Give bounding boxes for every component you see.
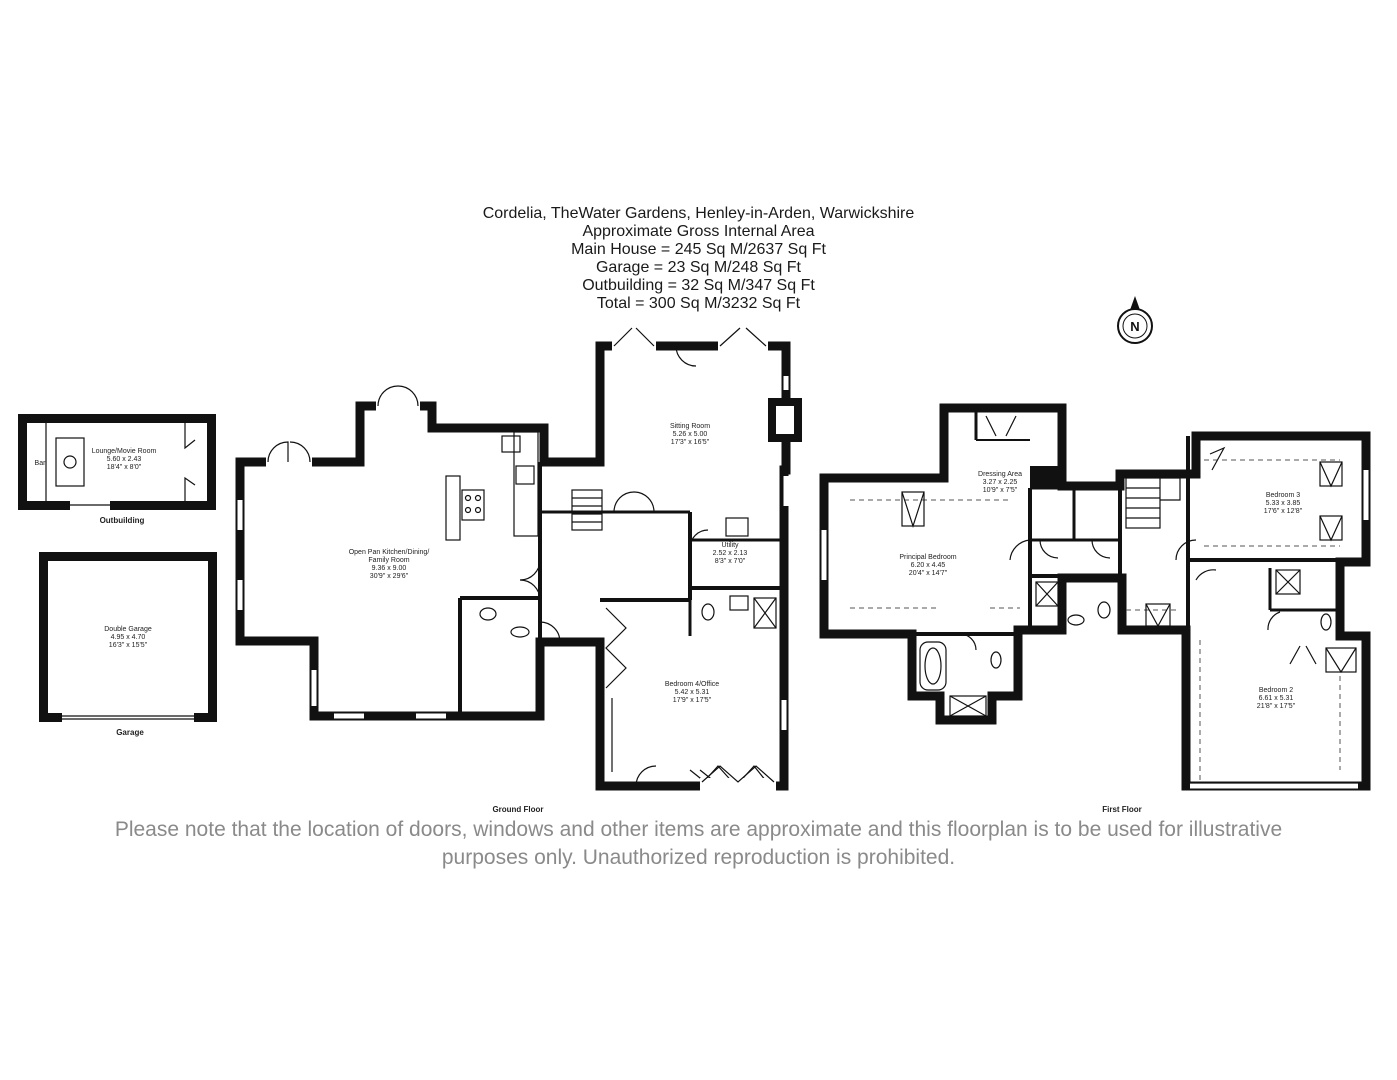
- garage-area: Garage = 23 Sq M/248 Sq Ft: [595, 259, 801, 276]
- kitchen-metric: 9.36 x 9.00: [372, 565, 407, 572]
- sitting-name: Sitting Room: [670, 423, 710, 430]
- principal-imperial: 20'4" x 14'7": [909, 570, 948, 577]
- bedroom2-metric: 6.61 x 5.31: [1259, 695, 1294, 702]
- outbuilding-plan: Bar Lounge/Movie Room 5.60 x 2.43 18'4" …: [18, 414, 216, 525]
- area-heading: Approximate Gross Internal Area: [582, 223, 815, 240]
- first-floor-plan: Dressing Area 3.27 x 2.25 10'9" x 7'5" P…: [819, 403, 1371, 814]
- utility-metric: 2.52 x 2.13: [713, 550, 748, 557]
- sitting-imperial: 17'3" x 16'5": [671, 439, 710, 446]
- kitchen-name: Open Pan Kitchen/Dining/: [349, 549, 430, 556]
- bedroom3-imperial: 17'6" x 12'8": [1264, 508, 1303, 515]
- garage-plan: Double Garage 4.95 x 4.70 16'3" x 15'5" …: [39, 552, 217, 737]
- dressing-imperial: 10'9" x 7'5": [983, 487, 1018, 494]
- lounge-imperial: 18'4" x 8'0": [107, 464, 142, 471]
- garage-name: Double Garage: [104, 626, 152, 633]
- bedroom4-imperial: 17'9" x 17'5": [673, 697, 712, 704]
- lounge-name: Lounge/Movie Room: [92, 448, 157, 455]
- garage-imperial: 16'3" x 15'5": [109, 642, 148, 649]
- kitchen-name-2: Family Room: [368, 557, 409, 564]
- ground-floor-label: Ground Floor: [492, 805, 543, 814]
- disclaimer-line-2: purposes only. Unauthorized reproduction…: [441, 846, 956, 869]
- ground-floor-plan: Open Pan Kitchen/Dining/ Family Room 9.3…: [235, 327, 802, 814]
- utility-name: Utility: [721, 542, 739, 549]
- total-area: Total = 300 Sq M/3232 Sq Ft: [596, 295, 801, 312]
- lounge-metric: 5.60 x 2.43: [107, 456, 142, 463]
- bedroom3-name: Bedroom 3: [1266, 492, 1300, 499]
- disclaimer-line-1: Please note that the location of doors, …: [114, 818, 1283, 841]
- outbuilding-label: Outbuilding: [100, 516, 145, 525]
- compass-letter: N: [1130, 319, 1139, 334]
- sitting-metric: 5.26 x 5.00: [673, 431, 708, 438]
- dressing-metric: 3.27 x 2.25: [983, 479, 1018, 486]
- dressing-name: Dressing Area: [978, 471, 1022, 478]
- bedroom2-name: Bedroom 2: [1259, 687, 1293, 694]
- principal-name: Principal Bedroom: [899, 554, 956, 561]
- utility-imperial: 8'3" x 7'0": [715, 558, 746, 565]
- bedroom4-metric: 5.42 x 5.31: [675, 689, 710, 696]
- north-compass-icon: N: [1117, 296, 1153, 344]
- plan-title: Cordelia, TheWater Gardens, Henley-in-Ar…: [482, 205, 915, 222]
- main-house-area: Main House = 245 Sq M/2637 Sq Ft: [571, 241, 826, 258]
- kitchen-imperial: 30'9" x 29'6": [370, 573, 409, 580]
- garage-label: Garage: [116, 728, 144, 737]
- bar-label: Bar: [35, 460, 47, 467]
- outbuilding-area: Outbuilding = 32 Sq M/347 Sq Ft: [582, 277, 815, 294]
- bedroom2-imperial: 21'8" x 17'5": [1257, 703, 1296, 710]
- garage-metric: 4.95 x 4.70: [111, 634, 146, 641]
- bedroom3-metric: 5.33 x 3.85: [1266, 500, 1301, 507]
- first-floor-label: First Floor: [1102, 805, 1142, 814]
- bedroom4-name: Bedroom 4/Office: [665, 681, 719, 688]
- principal-metric: 6.20 x 4.45: [911, 562, 946, 569]
